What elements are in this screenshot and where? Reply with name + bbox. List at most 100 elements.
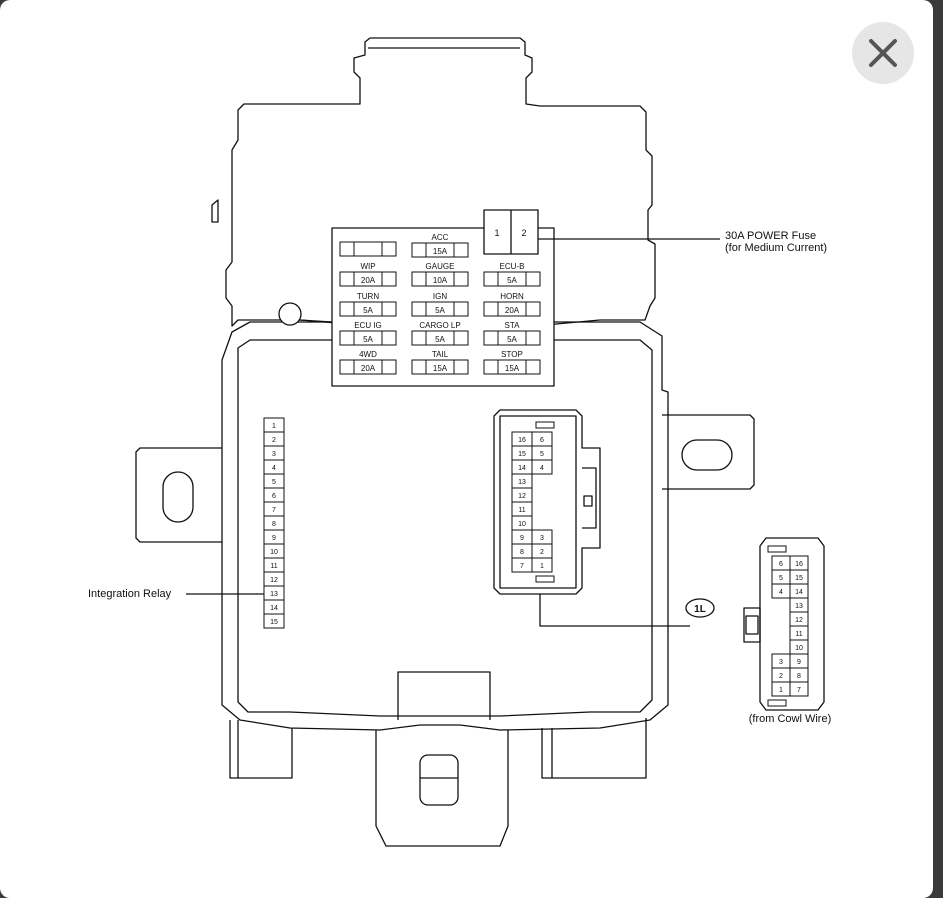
relay-pin-label: 1 [272,423,276,430]
fuse-rating: 5A [363,335,373,344]
fuse-rating: 5A [507,276,517,285]
connector-pin-label: 9 [520,535,524,542]
connector-pin-label: 10 [795,645,803,652]
fuse-rating: 15A [433,247,448,256]
relay-pin-label: 11 [270,563,277,570]
connector-pin-label: 8 [797,673,801,680]
relay-pin-label: 8 [272,521,276,528]
relay-pin-label: 10 [270,549,278,556]
connector-pin-label: 7 [520,563,524,570]
connector-pin-label: 16 [795,561,803,568]
relay-pin-label: 2 [272,437,276,444]
relay-pin-label: 6 [272,493,276,500]
connector-pin-label: 15 [795,575,803,582]
connector-pin-label: 6 [540,437,544,444]
fuse-rating: 5A [363,306,373,315]
connector-pin-label: 14 [518,465,526,472]
relay-pin-label: 4 [272,465,276,472]
fuse-name: ECU IG [354,321,382,330]
power-fuse-label: 30A POWER Fuse [725,230,816,242]
close-button[interactable] [852,22,914,84]
connector-pin-label: 13 [795,603,803,610]
lower-housing-outline [221,321,669,731]
connector-pin-label: 15 [518,451,526,458]
fuse-rating: 5A [507,335,517,344]
right-mount-tab [662,414,755,490]
fuse-rating: 20A [361,364,376,373]
connector-pin-label: 14 [795,589,803,596]
power-fuse-terminal: 2 [521,228,526,238]
connector-pin-label: 5 [540,451,544,458]
fuse-name: WIP [360,262,375,271]
bottom-tongue [375,730,509,847]
connector-a-pins: 16 6 15 5 14 4 13 12 11 10 9 3 8 2 7 1 [511,421,555,583]
fuse-slot-empty [339,241,397,257]
connector-pin-label: 13 [518,479,526,486]
fuse-rating: 20A [505,306,520,315]
connector-b-outline [759,537,825,711]
fuse-grid: ACC 15A WIP 20A GAUGE 10A ECU-B 5A TURN 5A IGN 5A HO… [339,233,541,375]
connector-pin-label: 11 [518,507,525,514]
fuse-name: TURN [357,292,379,301]
connector-a-outline [493,409,601,595]
left-mount-tab [135,447,222,543]
relay-pin-label: 7 [272,507,276,514]
from-cowl-wire-label: (from Cowl Wire) [749,713,832,725]
fuse-name: ECU-B [500,262,525,271]
connector-pin-label: 3 [540,535,544,542]
fuse-name: STA [505,321,521,330]
connector-pin-label: 2 [779,673,783,680]
relay-pin-label: 3 [272,451,276,458]
connector-pin-cell [531,459,553,475]
power-fuse-sublabel: (for Medium Current) [725,242,827,254]
relay-pin-label: 5 [272,479,276,486]
relay-pin-label: 14 [270,605,278,612]
fuse-rating: 5A [435,335,445,344]
connector-pin-label: 1 [779,687,783,694]
fuse-rating: 10A [433,276,448,285]
connector-pin-label: 3 [779,659,783,666]
fuse-name: GAUGE [426,262,455,271]
connector-pin-label: 5 [779,575,783,582]
power-fuse-terminal: 1 [494,228,499,238]
fuse-name: IGN [433,292,447,301]
connector-pin-label: 4 [779,589,783,596]
relay-pin-label: 9 [272,535,276,542]
fuse-name: HORN [500,292,524,301]
connector-pin-label: 6 [779,561,783,568]
fuse-name: CARGO LP [419,321,460,330]
connector-pin-cell [789,681,809,697]
connector-pin-label: 10 [518,521,526,528]
connector-pin-label: 7 [797,687,801,694]
relay-pin-label: 13 [270,591,278,598]
fuse-rating: 20A [361,276,376,285]
connector-pin-label: 12 [518,493,526,500]
connector-pin-label: 9 [797,659,801,666]
integration-relay-label: Integration Relay [88,588,172,600]
fuse-name: 4WD [359,350,377,359]
fuse-rating: 5A [435,306,445,315]
fuse-name: ACC [432,233,449,242]
close-x-icon [869,39,897,67]
connector-pin-label: 12 [795,617,803,624]
fuse-rating: 15A [433,364,448,373]
fuse-name: STOP [501,350,523,359]
connector-pin-cell [531,557,553,573]
connector-pin-label: 11 [795,631,802,638]
connector-pin-label: 1 [540,563,544,570]
connector-pin-label: 4 [540,465,544,472]
connector-pin-label: 8 [520,549,524,556]
relay-pin-label: 15 [270,619,278,626]
connector-pin-label: 16 [518,437,526,444]
fuse-rating: 15A [505,364,520,373]
fuse-name: TAIL [432,350,449,359]
connector-b-pins: 6 16 5 15 4 14 13 12 11 10 3 9 2 8 1 7 [767,545,809,707]
relay-pin-label: 12 [270,577,278,584]
connector-id-label: 1L [694,604,706,615]
upper-housing-outline [225,37,656,327]
connector-pin-label: 2 [540,549,544,556]
